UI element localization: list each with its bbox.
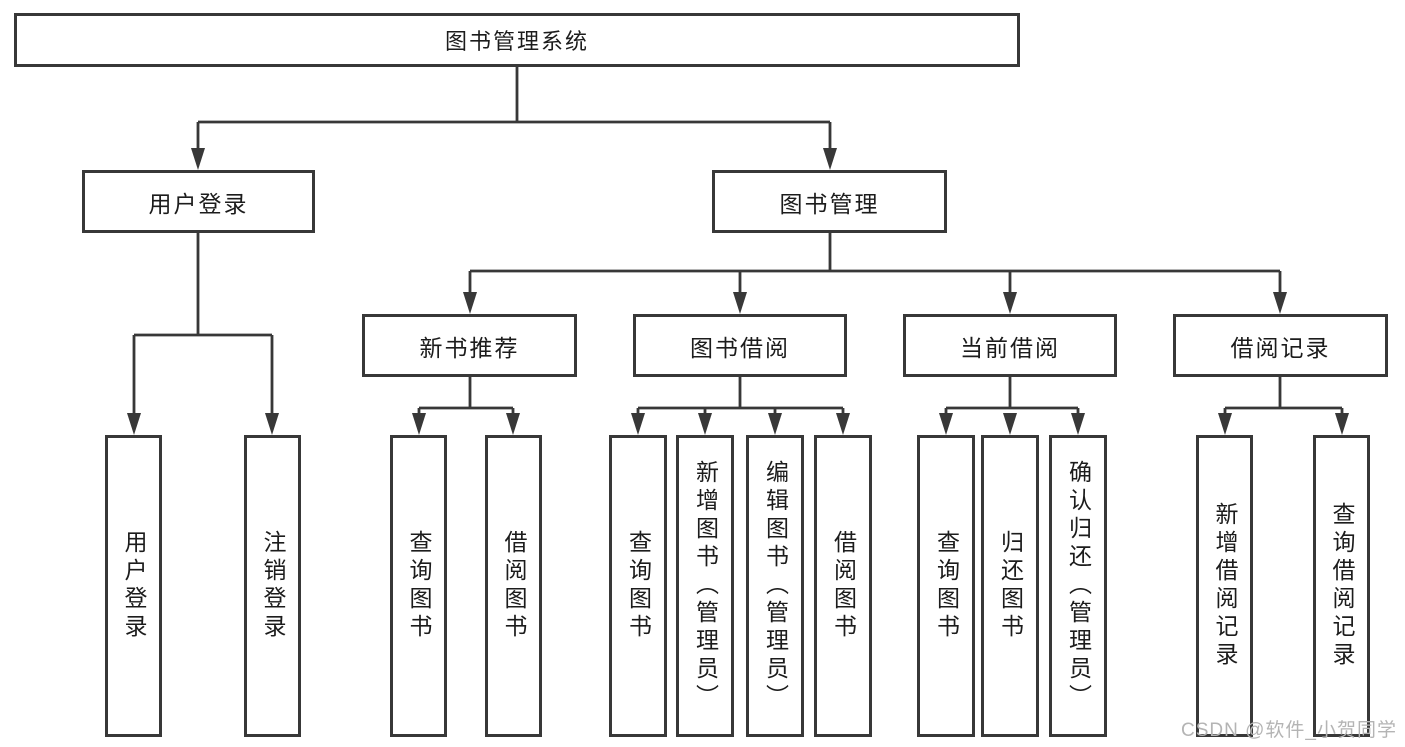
node-new-book-recommend: 新书推荐	[362, 314, 577, 377]
node-book-borrow: 图书借阅	[633, 314, 847, 377]
leaf-return-book: 归还图书	[981, 435, 1039, 737]
leaf-edit-book-admin: 编辑图书（管理员）	[746, 435, 804, 737]
leaf-add-borrow-record: 新增借阅记录	[1196, 435, 1253, 737]
leaf-borrow-book-recommend: 借阅图书	[485, 435, 542, 737]
leaf-query-books-borrow: 查询图书	[609, 435, 667, 737]
node-borrow-records: 借阅记录	[1173, 314, 1388, 377]
watermark-text: CSDN @软件_小贺同学	[1181, 720, 1397, 741]
leaf-add-book-admin: 新增图书（管理员）	[676, 435, 734, 737]
leaf-query-books-recommend: 查询图书	[390, 435, 447, 737]
leaf-query-books-current: 查询图书	[917, 435, 975, 737]
node-user-login: 用户登录	[82, 170, 315, 233]
leaf-logout-action: 注销登录	[244, 435, 301, 737]
leaf-confirm-return-admin: 确认归还（管理员）	[1049, 435, 1107, 737]
node-book-management: 图书管理	[712, 170, 947, 233]
leaf-query-borrow-record: 查询借阅记录	[1313, 435, 1370, 737]
leaf-borrow-book: 借阅图书	[814, 435, 872, 737]
leaf-user-login-action: 用户登录	[105, 435, 162, 737]
node-root: 图书管理系统	[14, 13, 1020, 67]
node-current-borrow: 当前借阅	[903, 314, 1117, 377]
